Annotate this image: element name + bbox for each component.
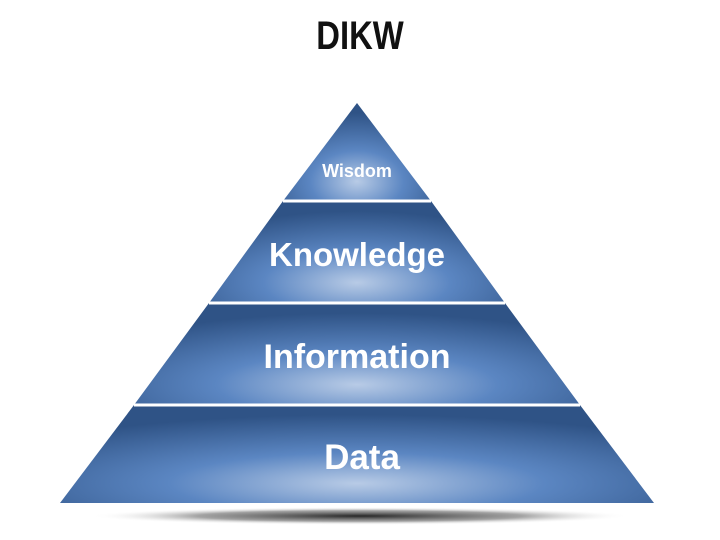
tier-knowledge: Knowledge [209, 201, 505, 303]
tier-wisdom-label: Wisdom [322, 161, 392, 181]
tier-information-shape [134, 303, 580, 405]
tier-data-label: Data [324, 438, 400, 477]
pyramid-shadow [90, 507, 630, 525]
tier-data-shape [60, 405, 654, 503]
tier-wisdom: Wisdom [283, 103, 431, 201]
tier-data: Data [60, 405, 654, 503]
tier-knowledge-shape [209, 201, 505, 303]
tier-information-label: Information [264, 338, 451, 376]
tier-wisdom-shape [283, 103, 431, 201]
tier-information: Information [134, 303, 580, 405]
tier-knowledge-label: Knowledge [269, 236, 445, 273]
diagram-title: DIKW [316, 14, 404, 58]
